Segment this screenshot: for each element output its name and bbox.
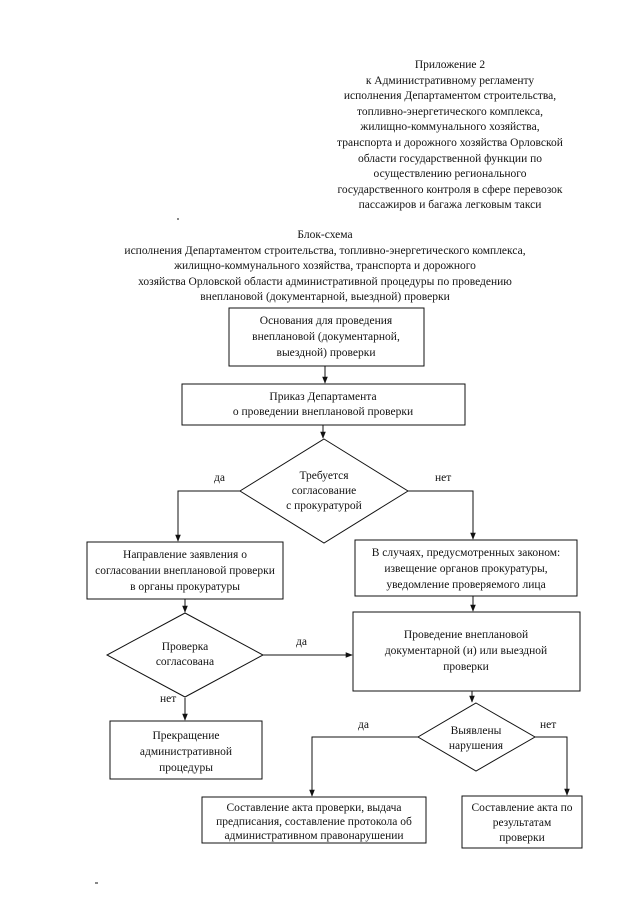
decision-line: Выявлены	[451, 725, 502, 737]
send-request-line: Направление заявления о	[123, 549, 247, 561]
appendix-line: области государственной функции по	[357, 152, 543, 165]
notify-line: извещение органов прокуратуры,	[384, 563, 547, 575]
conduct-line: проверки	[443, 661, 489, 673]
conduct-inspection-box: Проведение внеплановой документарной (и)…	[352, 611, 581, 692]
act-with-order-line: Составление акта проверки, выдача	[226, 802, 401, 814]
decision-line: нарушения	[449, 740, 504, 752]
appendix-line: жилищно-коммунального хозяйства,	[360, 121, 540, 134]
act-results-line: результатам	[493, 817, 552, 829]
label-yes: да	[214, 472, 225, 484]
decision-line: согласована	[156, 656, 214, 668]
appendix-line: Приложение 2	[414, 59, 486, 71]
notify-line: уведомление проверяемого лица	[386, 579, 545, 591]
caption-line: хозяйства Орловской области администрати…	[138, 275, 512, 288]
appendix-header: Приложение 2 к Административному регламе…	[300, 58, 600, 214]
label-yes: да	[296, 636, 307, 648]
connectors	[175, 366, 570, 797]
decision-agreed: Проверка согласована	[105, 612, 265, 698]
decision-line: с прокуратурой	[286, 500, 362, 512]
label-no: нет	[435, 472, 451, 484]
grounds-box: Основания для проведения внеплановой (до…	[228, 307, 425, 367]
act-with-order-line: предписания, составление протокола об	[216, 816, 412, 828]
act-results-line: проверки	[499, 832, 545, 844]
decision-line: Требуется	[299, 470, 349, 482]
send-request-line: в органы прокуратуры	[130, 581, 240, 593]
arrow-approval-no	[408, 490, 476, 540]
grounds-line: Основания для проведения	[260, 315, 393, 327]
decision-line: согласование	[292, 485, 356, 497]
appendix-line: государственного контроля в сфере перево…	[337, 183, 563, 196]
decision-line: Проверка	[162, 641, 209, 653]
notify-line: В случаях, предусмотренных законом:	[372, 547, 561, 559]
appendix-line: топливно-энергетического комплекса,	[356, 105, 544, 118]
arrow-approval-yes	[175, 490, 240, 542]
appendix-line: транспорта и дорожного хозяйства Орловск…	[337, 136, 563, 149]
act-results-box: Составление акта по результатам проверки	[461, 795, 583, 849]
caption-line: исполнения Департаментом строительства, …	[124, 244, 526, 257]
label-no: нет	[540, 719, 556, 731]
send-request-box: Направление заявления о согласовании вне…	[86, 541, 284, 600]
terminate-line: процедуры	[159, 762, 213, 774]
label-no: нет	[160, 693, 176, 705]
arrow-violations-no	[535, 736, 570, 796]
conduct-line: Проведение внеплановой	[404, 629, 528, 641]
caption-title: Блок-схема	[297, 229, 353, 241]
act-with-order-line: административном правонарушении	[224, 830, 403, 842]
notify-box: В случаях, предусмотренных законом: изве…	[354, 539, 578, 597]
decision-violations: Выявлены нарушения	[417, 702, 537, 772]
order-line: Приказ Департамента	[269, 391, 376, 403]
terminate-line: административной	[140, 746, 232, 758]
terminate-line: Прекращение	[153, 730, 220, 742]
order-box: Приказ Департамента о проведении внеплан…	[181, 383, 466, 426]
conduct-line: документарной (и) или выездной	[385, 645, 547, 657]
order-line: о проведении внеплановой проверки	[233, 406, 413, 418]
appendix-line: исполнения Департаментом строительства,	[343, 90, 557, 103]
label-yes: да	[358, 719, 369, 731]
decision-approval-required: Требуется согласование с прокуратурой	[239, 438, 409, 544]
appendix-line: к Административному регламенту	[365, 74, 535, 87]
send-request-line: согласовании внеплановой проверки	[95, 565, 275, 577]
arrow-violations-yes	[309, 736, 418, 797]
appendix-line: пассажиров и багажа легковым такси	[358, 199, 542, 212]
caption-line: жилищно-коммунального хозяйства, транспо…	[174, 260, 476, 272]
caption-line: внеплановой (документарной, выездной) пр…	[200, 291, 450, 303]
act-results-line: Составление акта по	[471, 802, 572, 814]
act-with-order-box: Составление акта проверки, выдача предпи…	[201, 796, 427, 844]
grounds-line: внеплановой (документарной,	[252, 331, 400, 343]
grounds-line: выездной) проверки	[277, 347, 376, 359]
flowchart-caption: Блок-схема исполнения Департаментом стро…	[60, 228, 590, 306]
terminate-box: Прекращение административной процедуры	[109, 720, 263, 780]
appendix-line: осуществлению регионального	[373, 168, 527, 181]
